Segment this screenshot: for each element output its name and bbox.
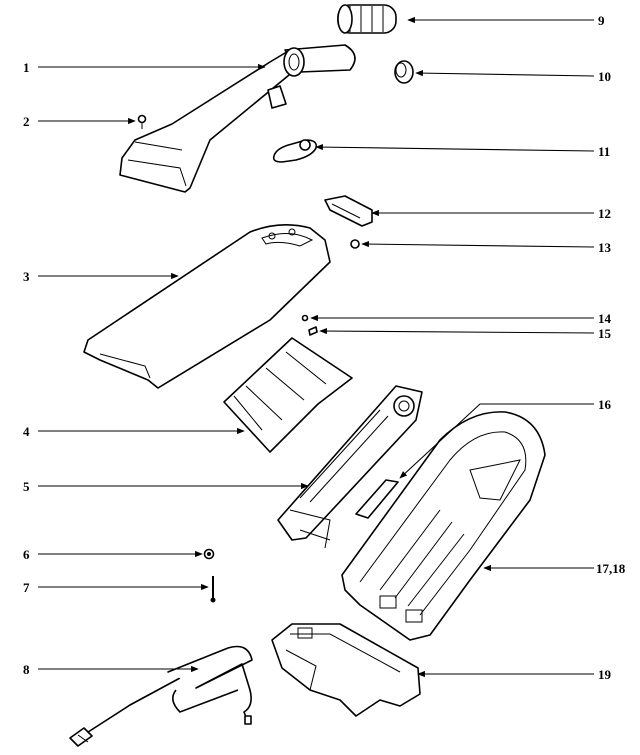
callout-9: 9 (598, 13, 605, 28)
callout-6: 6 (23, 547, 30, 562)
part-6-grommet (203, 548, 215, 560)
callout-12: 12 (598, 206, 611, 221)
part-5-fan-frame (277, 385, 423, 549)
part-10-collar (394, 60, 414, 84)
leader-16 (399, 403, 594, 479)
part-16-bracket (355, 479, 399, 519)
part-19-base (271, 623, 421, 717)
callout-10: 10 (598, 69, 611, 84)
callout-19: 19 (598, 667, 612, 682)
callout-3: 3 (23, 269, 30, 284)
callout-labels: 1 2 3 4 5 6 7 8 9 10 11 12 13 14 15 16 1… (23, 13, 626, 682)
part-11-latch (272, 139, 318, 163)
part-8-power-cord (69, 645, 253, 747)
callout-13: 13 (598, 240, 612, 255)
part-3-cover (83, 224, 331, 389)
callout-17-18: 17,18 (596, 561, 626, 576)
part-9-hose-segment (337, 4, 397, 34)
callout-16: 16 (598, 397, 612, 412)
part-2-screw (137, 114, 147, 129)
callout-5: 5 (23, 479, 30, 494)
leader-13 (361, 241, 595, 248)
part-4-filter (223, 337, 353, 453)
leader-15 (319, 327, 595, 335)
part-12-bracket (324, 195, 373, 227)
callout-7: 7 (23, 580, 30, 595)
part-7-pin (210, 576, 216, 603)
part-14-screw (301, 314, 309, 322)
callout-4: 4 (23, 424, 30, 439)
leader-11 (315, 144, 595, 152)
part-15-clip (308, 326, 318, 336)
callout-11: 11 (598, 144, 610, 159)
callout-15: 15 (598, 326, 612, 341)
leader-lines (38, 16, 595, 678)
callout-1: 1 (23, 60, 30, 75)
part-1-nozzle (119, 44, 356, 193)
callout-2: 2 (23, 114, 30, 129)
part-13-nut (350, 239, 360, 249)
callout-8: 8 (23, 662, 30, 677)
callout-14: 14 (598, 311, 612, 326)
part-17-18-housing (341, 411, 546, 641)
leader-10 (415, 70, 595, 77)
